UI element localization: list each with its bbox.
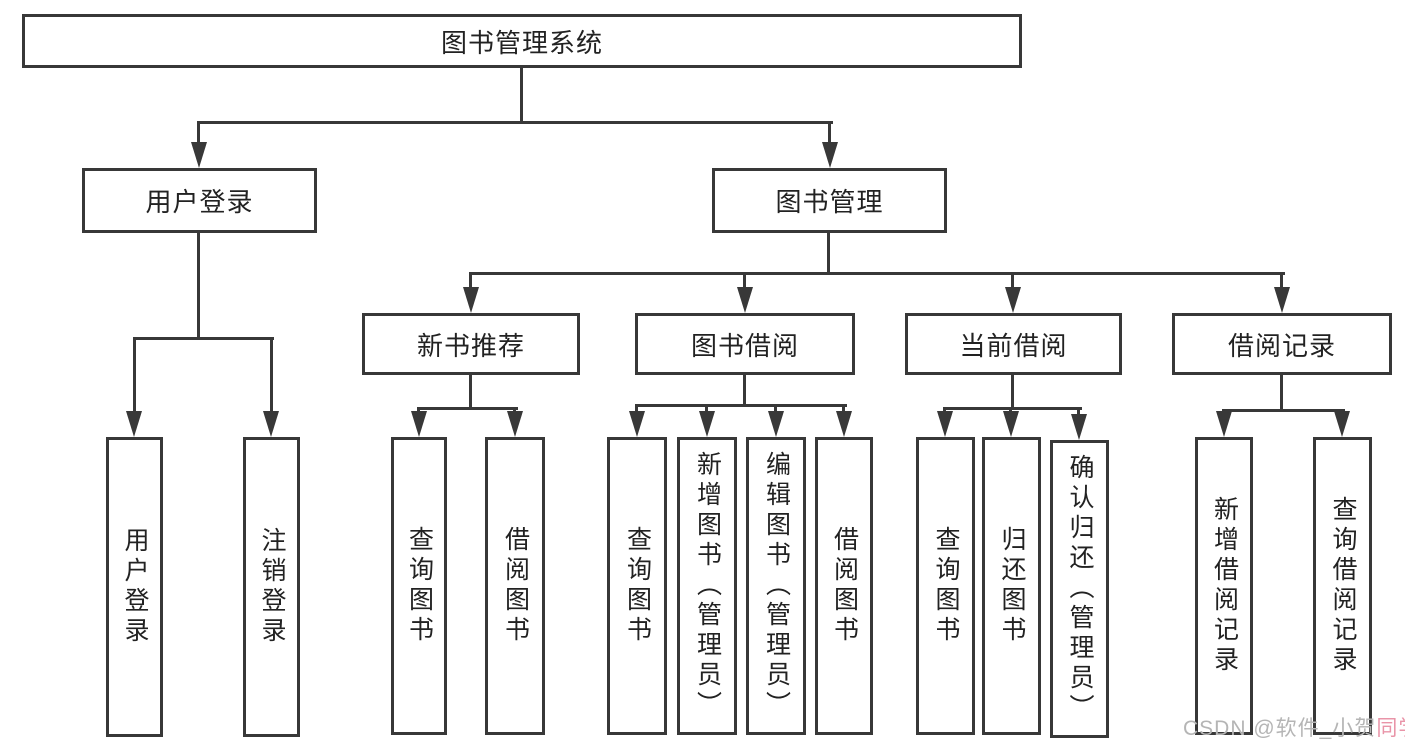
- arrowhead-query-books-2-icon: [629, 411, 645, 437]
- arrowhead-query-books-3-icon: [937, 411, 953, 437]
- arrowhead-logout-icon: [263, 411, 279, 437]
- node-query-books-1: 查询图书: [391, 437, 447, 735]
- connector-drop-logout: [270, 337, 273, 411]
- node-user-login: 用户登录: [82, 168, 317, 233]
- node-query-books-3: 查询图书: [916, 437, 975, 735]
- arrowhead-borrow-books-2-icon: [836, 411, 852, 437]
- arrowhead-return-books-icon: [1003, 411, 1019, 437]
- node-borrow-books-2: 借阅图书: [815, 437, 873, 735]
- connector-current-borrow-bar: [943, 407, 1082, 410]
- node-book-mgmt: 图书管理: [712, 168, 947, 233]
- arrowhead-book-borrow-icon: [737, 287, 753, 313]
- node-add-borrow-record: 新增借阅记录: [1195, 437, 1253, 735]
- connector-book-mgmt-bar: [469, 272, 1285, 275]
- arrowhead-user-login-leaf-icon: [126, 411, 142, 437]
- connector-book-borrow-bar: [635, 404, 847, 407]
- node-add-book-admin: 新增图书（管理员）: [677, 437, 737, 735]
- connector-drop-borrow-record: [1280, 272, 1283, 288]
- node-logout: 注销登录: [243, 437, 300, 737]
- connector-user-login-stem: [197, 233, 200, 340]
- connector-drop-query-books-2: [635, 404, 638, 413]
- connector-book-mgmt-stem: [827, 233, 830, 275]
- connector-drop-confirm-return: [1077, 407, 1080, 416]
- node-confirm-return-admin: 确认归还（管理员）: [1050, 440, 1109, 738]
- connector-drop-user-login: [197, 121, 200, 143]
- connector-drop-query-books-3: [943, 407, 946, 413]
- connector-drop-new-book: [469, 272, 472, 288]
- csdn-watermark-gray: CSDN @软件_小贺: [1183, 717, 1377, 740]
- node-current-borrow: 当前借阅: [905, 313, 1122, 375]
- connector-new-book-stem: [469, 375, 472, 407]
- node-edit-book-admin: 编辑图书（管理员）: [746, 437, 806, 735]
- connector-current-borrow-stem: [1011, 375, 1014, 408]
- node-book-borrow: 图书借阅: [635, 313, 855, 375]
- arrowhead-confirm-return-icon: [1071, 414, 1087, 440]
- node-query-borrow-record: 查询借阅记录: [1313, 437, 1372, 735]
- arrowhead-user-login-icon: [191, 142, 207, 168]
- csdn-watermark-pink: 同学: [1376, 717, 1405, 740]
- arrowhead-query-books-1-icon: [411, 411, 427, 437]
- connector-drop-borrow-books-2: [842, 404, 845, 413]
- connector-borrow-record-stem: [1280, 375, 1283, 410]
- node-query-books-2: 查询图书: [607, 437, 667, 735]
- connector-drop-borrow-books-1: [513, 407, 516, 413]
- arrowhead-borrow-books-1-icon: [507, 411, 523, 437]
- node-new-book: 新书推荐: [362, 313, 580, 375]
- arrowhead-new-book-icon: [463, 287, 479, 313]
- connector-book-borrow-stem: [743, 375, 746, 405]
- arrowhead-edit-book-icon: [768, 411, 784, 437]
- connector-new-book-bar: [417, 407, 518, 410]
- arrowhead-current-borrow-icon: [1005, 287, 1021, 313]
- connector-drop-return-books: [1009, 407, 1012, 413]
- node-borrow-books-1: 借阅图书: [485, 437, 545, 735]
- connector-drop-current-borrow: [1011, 272, 1014, 288]
- connector-drop-query-books-1: [417, 407, 420, 413]
- connector-drop-add-book: [705, 404, 708, 413]
- connector-drop-book-mgmt: [828, 121, 831, 143]
- connector-drop-book-borrow: [743, 272, 746, 288]
- node-library-system: 图书管理系统: [22, 14, 1022, 68]
- connector-drop-user-login-leaf: [133, 337, 136, 411]
- arrowhead-add-record-icon: [1216, 411, 1232, 437]
- connector-borrow-record-bar: [1222, 409, 1345, 412]
- connector-root-stem: [520, 68, 523, 121]
- arrowhead-book-mgmt-icon: [822, 142, 838, 168]
- connector-root-bar: [197, 121, 833, 124]
- arrowhead-query-record-icon: [1334, 411, 1350, 437]
- node-user-login-leaf: 用户登录: [106, 437, 163, 737]
- arrowhead-add-book-icon: [699, 411, 715, 437]
- connector-user-login-bar: [133, 337, 274, 340]
- connector-drop-edit-book: [774, 404, 777, 413]
- node-borrow-record: 借阅记录: [1172, 313, 1392, 375]
- csdn-watermark: CSDN @软件_小贺同学: [1183, 712, 1405, 742]
- node-return-books: 归还图书: [982, 437, 1041, 735]
- arrowhead-borrow-record-icon: [1274, 287, 1290, 313]
